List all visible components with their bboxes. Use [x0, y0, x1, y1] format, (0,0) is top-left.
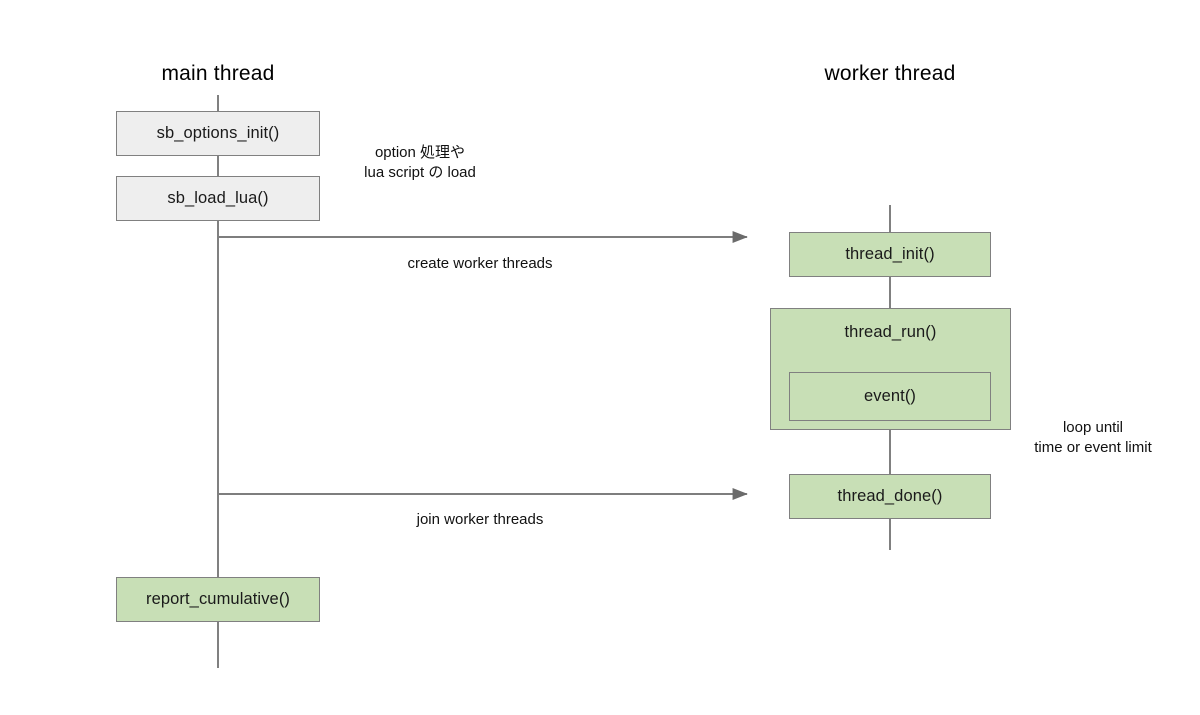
note-loop-until-limit-line-1: loop until	[1062, 419, 1124, 436]
lane-title-main-thread: main thread	[161, 62, 275, 85]
message-label-join-worker-threads: join worker threads	[416, 511, 544, 528]
node-thread-done[interactable]: thread_done()	[789, 474, 991, 519]
note-loop-until-limit: loop until time or event limit	[998, 418, 1188, 459]
lane-title-worker-thread: worker thread	[824, 62, 956, 85]
message-label-create-worker-threads: create worker threads	[407, 255, 553, 272]
node-thread-init[interactable]: thread_init()	[789, 232, 991, 277]
node-sb-load-lua[interactable]: sb_load_lua()	[116, 176, 320, 221]
note-loop-until-limit-line-2: time or event limit	[1034, 439, 1152, 457]
node-event[interactable]: event()	[789, 372, 991, 421]
note-options-processing: option 処理や lua script の load	[330, 143, 510, 184]
node-sb-options-init[interactable]: sb_options_init()	[116, 111, 320, 156]
node-report-cumulative[interactable]: report_cumulative()	[116, 577, 320, 622]
note-options-processing-line-2: lua script の load	[364, 164, 476, 182]
note-options-processing-line-1: option 処理や	[374, 144, 466, 161]
